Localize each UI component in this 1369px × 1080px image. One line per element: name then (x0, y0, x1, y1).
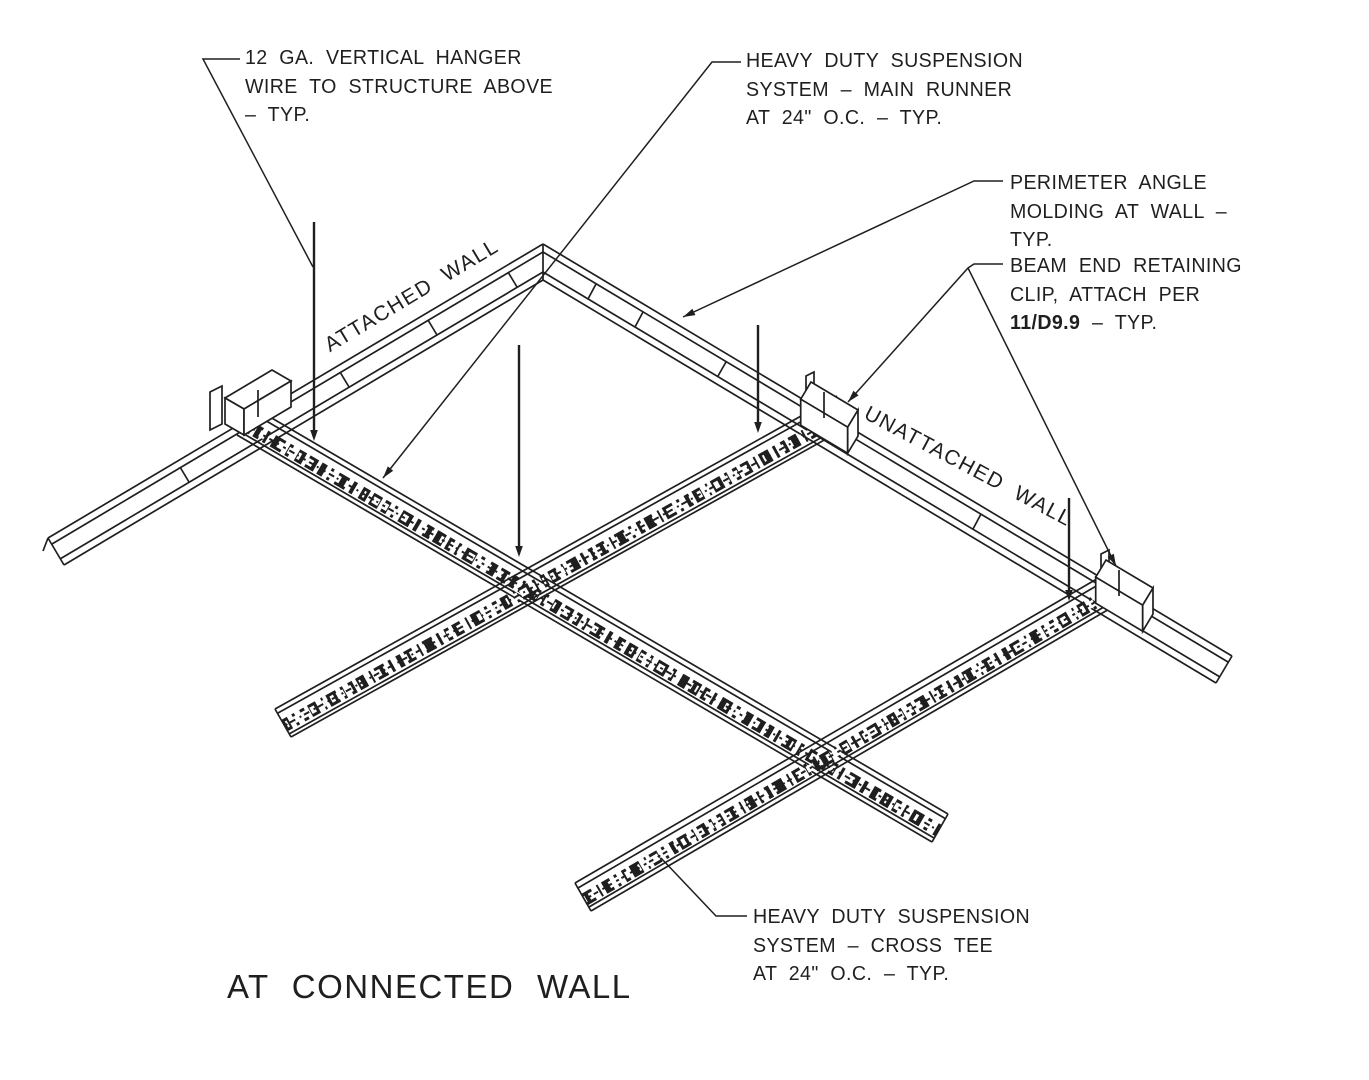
callout-line-rest: – TYP. (1080, 312, 1158, 334)
retaining-clip-unattached-2 (1094, 548, 1155, 635)
callout-hanger-wire: 12 GA. VERTICAL HANGER WIRE TO STRUCTURE… (245, 44, 553, 130)
main-runner-cut-end (931, 813, 949, 843)
callout-line: WIRE TO STRUCTURE ABOVE (245, 75, 553, 98)
callout-line: HEAVY DUTY SUSPENSION (746, 50, 1024, 72)
callout-line: – TYP. (245, 104, 311, 126)
hanger-wire-3 (754, 325, 762, 433)
callout-retaining-clip: BEAM END RETAINING CLIP, ATTACH PER 11/D… (1010, 252, 1242, 338)
callout-line: PERIMETER ANGLE (1010, 172, 1207, 194)
main-runner (236, 406, 949, 843)
retaining-clip-left (209, 369, 293, 437)
callout-cross-tee: HEAVY DUTY SUSPENSION SYSTEM – CROSS TEE… (753, 903, 1030, 989)
leader-cross-tee (660, 857, 747, 917)
hanger-wire-4 (1065, 498, 1073, 601)
callout-main-runner: HEAVY DUTY SUSPENSION SYSTEM – MAIN RUNN… (746, 47, 1023, 133)
cross-tee-2 (574, 572, 1124, 912)
callout-perimeter-molding: PERIMETER ANGLE MOLDING AT WALL – TYP. (1010, 169, 1227, 255)
callout-line: AT 24" O.C. – TYP. (753, 963, 950, 985)
callout-line: HEAVY DUTY SUSPENSION (753, 906, 1031, 928)
cross-tee-2-cut-end (574, 882, 592, 912)
leader-hanger-wire (201, 58, 314, 268)
hanger-wire-2 (515, 345, 523, 557)
callout-line: AT 24" O.C. – TYP. (746, 107, 943, 129)
leader-perimeter-molding (682, 180, 1003, 318)
retaining-clip-unattached-1 (799, 370, 860, 457)
callout-line: TYP. (1010, 229, 1053, 251)
callout-line: MOLDING AT WALL – (1010, 200, 1228, 223)
leader-main-runner (382, 61, 741, 479)
detail-reference: 11/D9.9 (1010, 312, 1081, 334)
callout-line: 12 GA. VERTICAL HANGER (245, 47, 522, 69)
cross-tee-1 (274, 395, 854, 738)
leader-retaining-clip (847, 263, 1117, 567)
callout-line: BEAM END RETAINING (1010, 255, 1242, 277)
hanger-wire-1 (310, 222, 318, 441)
callout-line: SYSTEM – MAIN RUNNER (746, 78, 1013, 101)
attached-wall-molding (42, 243, 544, 566)
cross-tee-1-cut-end (274, 708, 292, 738)
callout-line: CLIP, ATTACH PER (1010, 283, 1201, 306)
drawing-title: AT CONNECTED WALL (227, 968, 632, 1005)
callout-line: 11/D9.9 – TYP. (1010, 309, 1242, 338)
callout-line: SYSTEM – CROSS TEE (753, 934, 993, 957)
